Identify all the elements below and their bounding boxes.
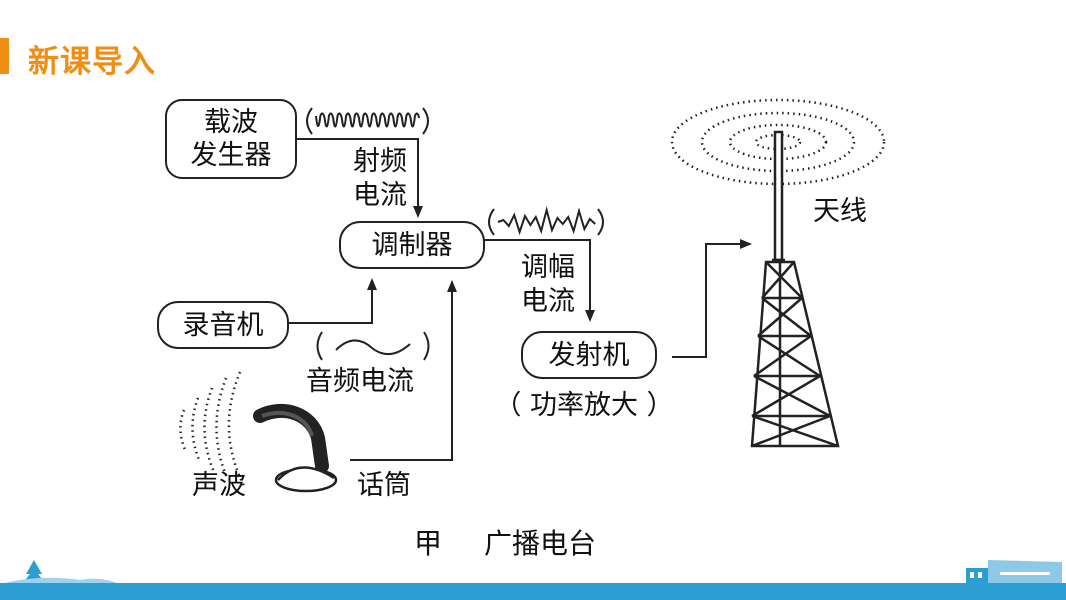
microphone-icon	[253, 403, 338, 493]
carrier-generator-box: 载波 发生器	[165, 99, 297, 179]
modulator-label: 调制器	[372, 230, 453, 261]
audio-current-label: 音频电流	[306, 366, 414, 397]
transmitter-box: 发射机	[521, 331, 657, 379]
recorder-to-modulator-arrow	[288, 278, 377, 324]
carrier-wave-symbol	[306, 107, 429, 135]
sound-wave-label: 声波	[192, 470, 246, 501]
carrier-generator-label-line2: 发生器	[191, 140, 272, 171]
rf-current-arrow	[296, 138, 423, 218]
rf-current-label-line1: 射频	[353, 146, 407, 177]
antenna-tower	[750, 130, 840, 448]
footer-building-decoration	[966, 560, 1062, 584]
transmitter-to-antenna-arrow	[672, 239, 752, 358]
am-current-arrow	[484, 239, 595, 322]
caption-figure-id: 甲	[414, 527, 442, 560]
audio-wave-symbol	[316, 331, 430, 361]
transmitter-label: 发射机	[549, 340, 630, 371]
am-wave-symbol	[488, 206, 604, 236]
sound-waves	[179, 371, 246, 487]
rf-current-label-line2: 电流	[353, 180, 407, 211]
carrier-generator-label-line1: 载波	[204, 107, 258, 138]
modulator-box: 调制器	[339, 221, 485, 269]
footer-bar	[0, 583, 1066, 600]
microphone-to-modulator-arrow	[350, 280, 457, 461]
recorder-box: 录音机	[157, 301, 289, 349]
recorder-label: 录音机	[183, 310, 264, 341]
microphone-label: 话筒	[357, 470, 411, 501]
page-title: 新课导入	[28, 44, 156, 80]
header-accent-bar	[0, 38, 9, 74]
am-current-label-line2: 电流	[521, 286, 575, 317]
power-amp-label: （ 功率放大 ）	[494, 390, 673, 421]
antenna-label: 天线	[813, 196, 867, 227]
am-current-label-line1: 调幅	[521, 252, 575, 283]
caption-title: 广播电台	[484, 527, 596, 560]
